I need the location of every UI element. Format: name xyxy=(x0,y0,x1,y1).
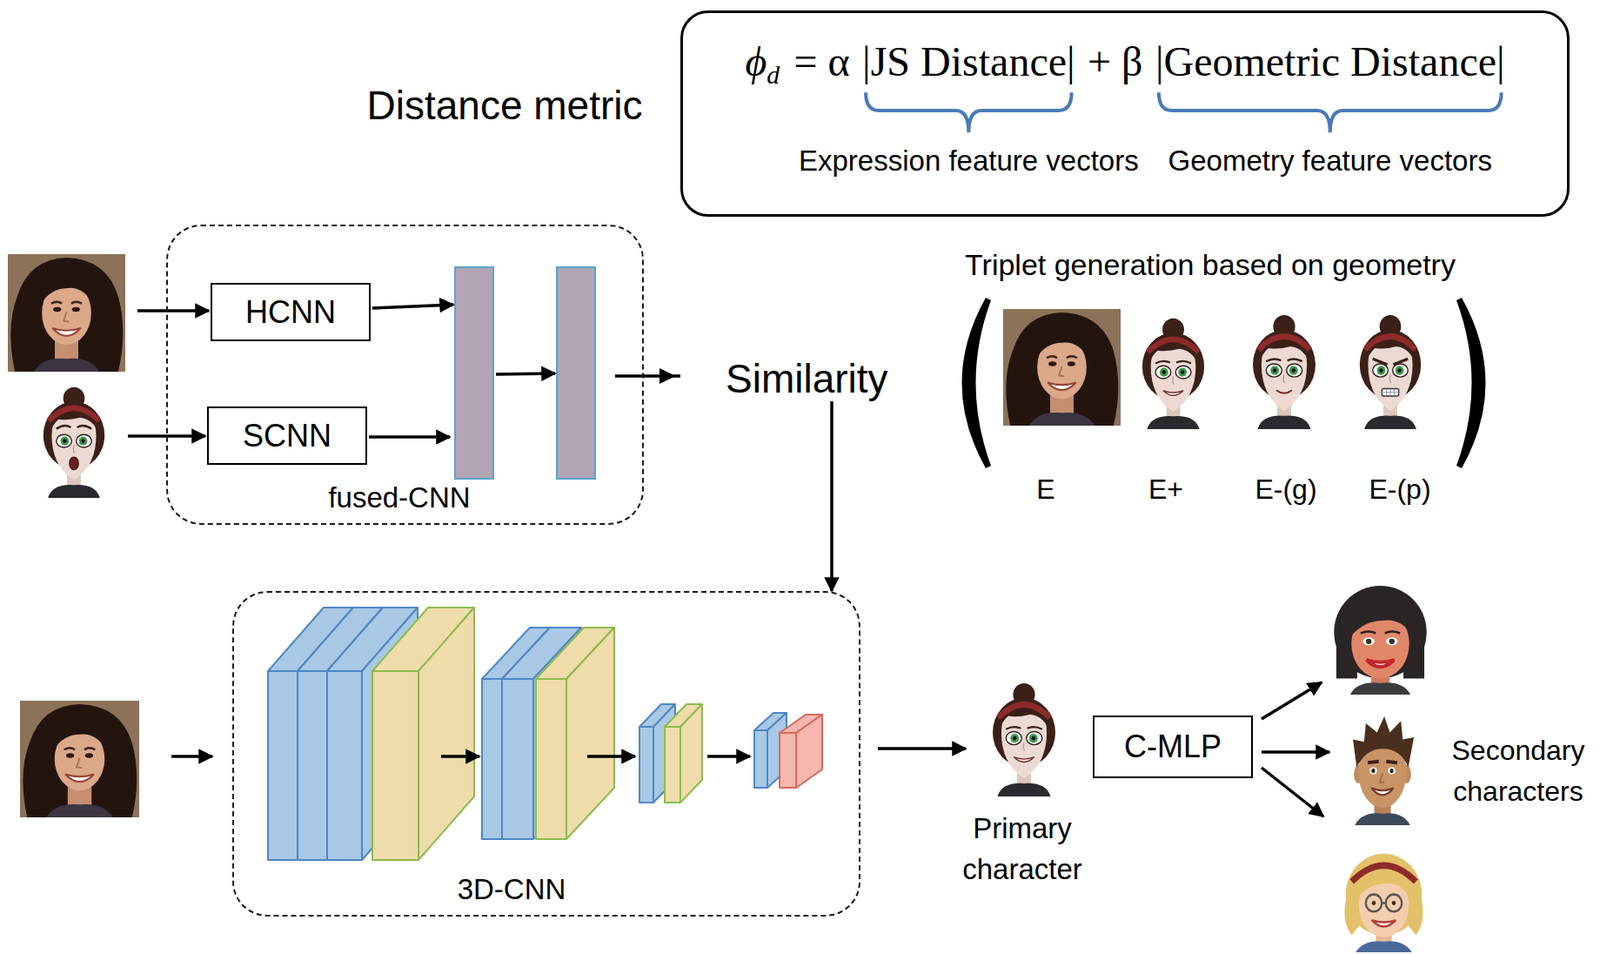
formula-term: = α xyxy=(793,37,850,86)
text-label: E-(g) xyxy=(1254,473,1317,506)
text-label: E-(p) xyxy=(1368,473,1431,506)
box-label: C-MLP xyxy=(1124,728,1222,764)
formula-term: |Geometric Distance| xyxy=(1155,37,1506,86)
text-label: E+ xyxy=(1148,473,1184,506)
character-face xyxy=(1142,318,1205,429)
feature-bar xyxy=(455,267,494,479)
process-box: HCNN xyxy=(210,282,371,342)
group-label: fused-CNN xyxy=(328,481,470,515)
group-label: 3D-CNN xyxy=(457,872,567,906)
character-face xyxy=(1359,314,1421,429)
caption: Primary character xyxy=(939,807,1105,890)
process-box: SCNN xyxy=(207,406,368,465)
conv-layer xyxy=(779,714,823,788)
brace-label: Geometry feature vectors xyxy=(1168,144,1493,178)
character-face xyxy=(992,682,1056,797)
formula-term: ϕ xyxy=(744,37,767,86)
formula-box: ϕd = α|JS Distance|+ β|Geometric Distance… xyxy=(680,10,1570,217)
box-label: HCNN xyxy=(245,294,336,330)
formula-term: |JS Distance| xyxy=(862,37,1076,86)
character-face xyxy=(1352,716,1414,825)
character-face xyxy=(43,387,105,498)
conv-layer xyxy=(535,627,615,839)
text-label: E xyxy=(1036,473,1055,506)
conv-layer xyxy=(372,607,475,860)
text-label: Distance metric xyxy=(367,82,643,129)
character-face xyxy=(1344,853,1423,952)
character-face xyxy=(1252,314,1316,429)
brace xyxy=(1158,92,1502,133)
bracket xyxy=(1456,297,1487,469)
formula-term: d xyxy=(766,60,780,90)
connector-label: Similarity xyxy=(680,355,896,402)
conv-layer xyxy=(664,703,703,803)
module-group: 3D-CNN xyxy=(232,590,861,917)
brace xyxy=(865,92,1072,133)
process-box: C-MLP xyxy=(1092,715,1253,778)
text-label: Triplet generation based on geometry xyxy=(964,247,1456,282)
formula-term: + β xyxy=(1087,37,1144,86)
bracket xyxy=(962,297,992,469)
formula: ϕd= α|JS Distance|+ β|Geometric Distance… xyxy=(682,37,1567,86)
box-label: SCNN xyxy=(242,417,332,454)
module-group: fused-CNN HCNN SCNN xyxy=(166,224,644,525)
brace-label: Expression feature vectors xyxy=(798,144,1139,178)
feature-bar xyxy=(556,267,596,479)
face-photo xyxy=(20,700,140,817)
face-photo xyxy=(7,254,126,372)
character-face xyxy=(1333,585,1426,695)
connector-arrow xyxy=(643,375,832,591)
conv-blocks xyxy=(267,607,823,860)
arrow xyxy=(127,304,1330,817)
caption: Secondary characters xyxy=(1444,729,1593,812)
face-photo xyxy=(1003,308,1121,426)
